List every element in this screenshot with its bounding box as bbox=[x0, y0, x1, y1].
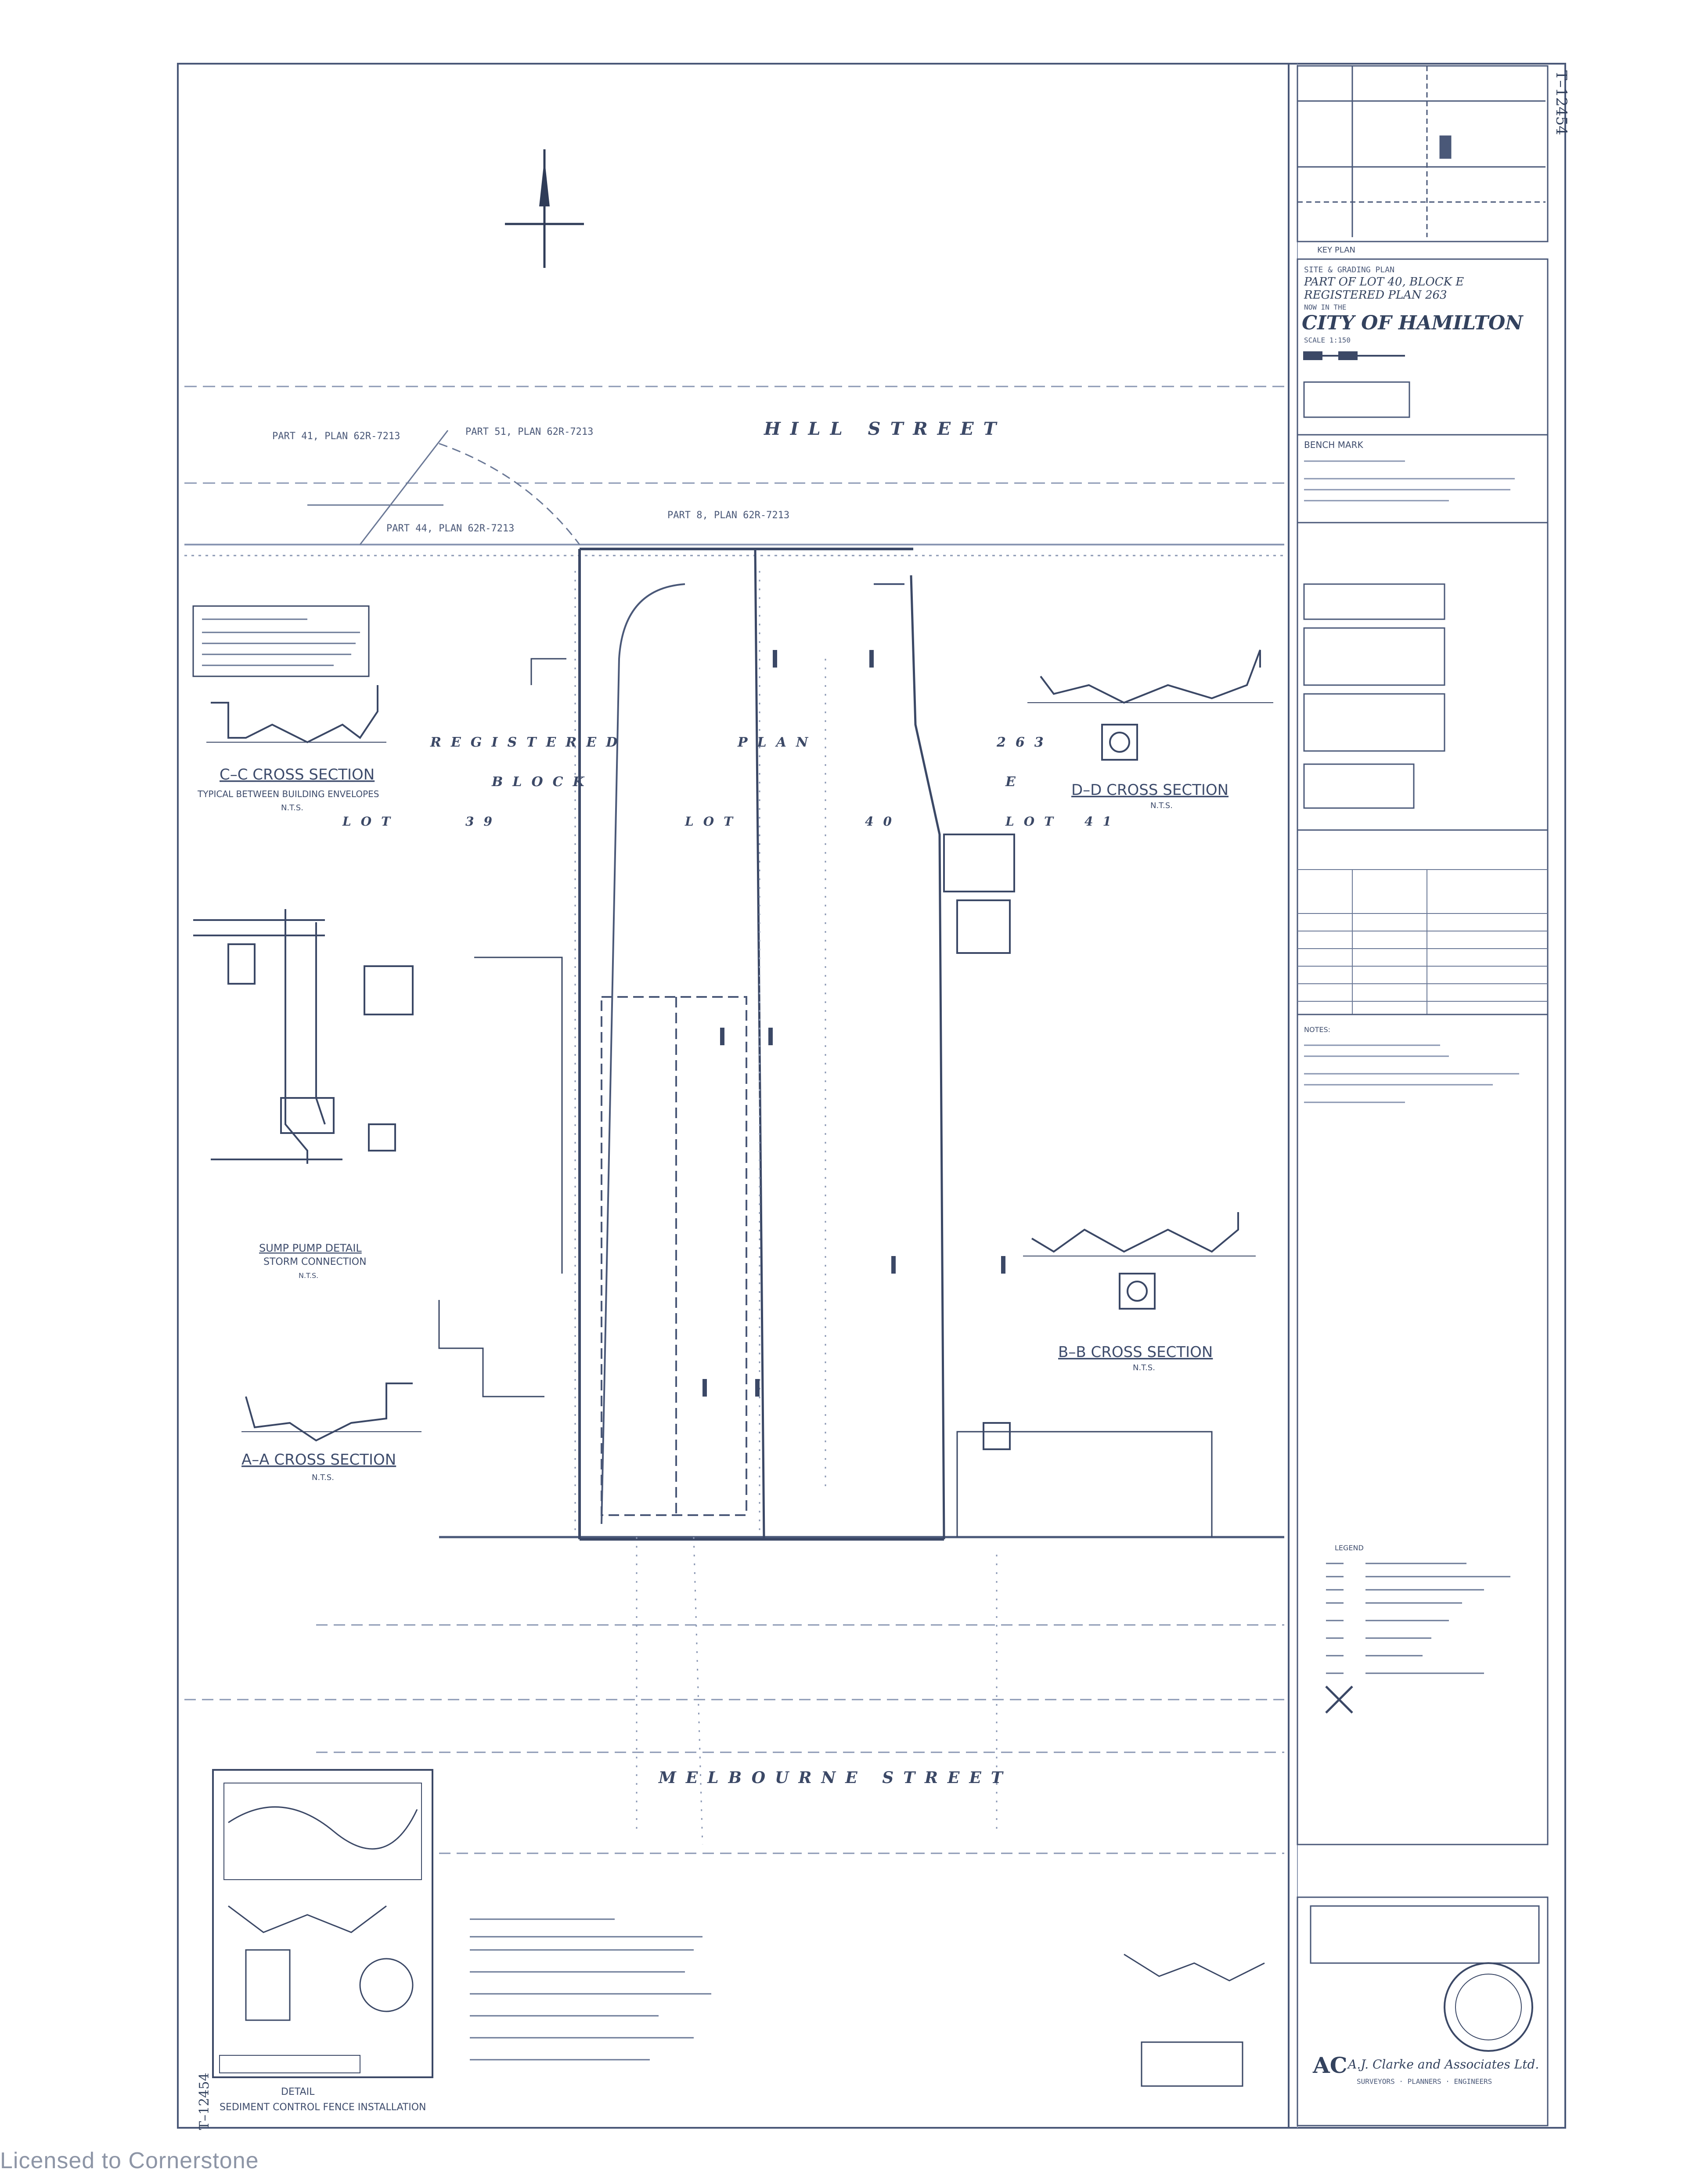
hill-street-lines bbox=[184, 386, 1284, 556]
neighbour-structures bbox=[943, 834, 1213, 1537]
reference-leaders bbox=[307, 430, 580, 545]
cc-section-scale: N.T.S. bbox=[281, 803, 303, 812]
bb-section-drawing bbox=[1023, 1212, 1256, 1310]
plan-no-label: 263 bbox=[996, 735, 1053, 750]
melbourne-street-label: MELBOURNE STREET bbox=[658, 1769, 1012, 1787]
grading-dots bbox=[574, 571, 998, 1845]
title-header: SITE & GRADING PLAN bbox=[1304, 265, 1394, 274]
north-arrow-icon bbox=[505, 149, 584, 268]
block-label: BLOCK bbox=[491, 774, 594, 790]
firm-name: A.J. Clarke and Associates Ltd. bbox=[1347, 2057, 1539, 2072]
silt-fence-title: SEDIMENT CONTROL FENCE INSTALLATION bbox=[220, 2102, 426, 2113]
firm-logo-icon: AC bbox=[1312, 2052, 1347, 2078]
benchmark-label: BENCH MARK bbox=[1304, 440, 1364, 450]
legend-label: LEGEND bbox=[1335, 1544, 1364, 1552]
plan-label: PLAN bbox=[737, 735, 818, 750]
sump-detail-scale: N.T.S. bbox=[299, 1271, 318, 1280]
key-plan bbox=[1297, 65, 1549, 242]
title-line-1: PART OF LOT 40, BLOCK E bbox=[1304, 275, 1464, 289]
benchmark-text-lines bbox=[1304, 460, 1515, 502]
engineer-seal-icon bbox=[1444, 1962, 1533, 2052]
benchmark-box bbox=[1303, 381, 1410, 418]
part-51-label: PART 51, PLAN 62R-7213 bbox=[465, 426, 593, 437]
site-notes bbox=[470, 1918, 711, 2061]
lot-40-number: 40 bbox=[865, 814, 901, 829]
part-44-label: PART 44, PLAN 62R-7213 bbox=[386, 523, 514, 534]
city-title: CITY OF HAMILTON bbox=[1302, 312, 1524, 334]
registered-label: REGISTERED bbox=[430, 735, 627, 750]
lot-39-number: 39 bbox=[465, 814, 502, 829]
certification-box bbox=[1310, 1905, 1540, 1964]
scale-label: SCALE 1:150 bbox=[1304, 336, 1351, 344]
key-plan-label: KEY PLAN bbox=[1317, 245, 1355, 255]
melbourne-street-lines bbox=[184, 1536, 1284, 1854]
stamp-box bbox=[1124, 1953, 1265, 2087]
cc-section-title: C–C CROSS SECTION bbox=[220, 766, 375, 783]
revisions-panel bbox=[1297, 829, 1549, 1015]
lot-39-label: LOT bbox=[342, 814, 400, 829]
aa-section-title: A–A CROSS SECTION bbox=[241, 1451, 396, 1469]
left-structures bbox=[438, 658, 566, 1397]
notes-boxes bbox=[1303, 583, 1445, 809]
block-letter: E bbox=[1005, 774, 1025, 790]
lot-boundary bbox=[578, 548, 945, 1541]
silt-fence-detail bbox=[212, 1769, 433, 2078]
notes-panel bbox=[1297, 522, 1549, 831]
license-watermark: Licensed to Cornerstone bbox=[0, 2148, 259, 2173]
cc-section-sub: TYPICAL BETWEEN BUILDING ENVELOPES bbox=[197, 789, 379, 799]
firm-panel bbox=[1297, 1896, 1549, 2126]
hill-street-label: HILL STREET bbox=[764, 419, 1006, 439]
dd-section-scale: N.T.S. bbox=[1150, 801, 1173, 810]
sump-detail-drawing bbox=[193, 909, 414, 1164]
legend-entries bbox=[1326, 1563, 1510, 1674]
elevation-marks bbox=[702, 650, 1005, 1397]
bb-section-title: B–B CROSS SECTION bbox=[1058, 1343, 1213, 1361]
general-notes-lines bbox=[1304, 1044, 1519, 1103]
silt-fence-label: DETAIL bbox=[281, 2087, 315, 2097]
part-41-label: PART 41, PLAN 62R-7213 bbox=[272, 431, 400, 442]
drawing-number-left: T–12454 bbox=[197, 2073, 212, 2130]
lot-40-label: LOT bbox=[684, 814, 742, 829]
lot-41-label: LOT bbox=[1005, 814, 1063, 829]
bb-section-scale: N.T.S. bbox=[1133, 1363, 1155, 1372]
scale-bar bbox=[1303, 351, 1405, 360]
aa-section-scale: N.T.S. bbox=[312, 1473, 334, 1482]
drawing-number-right: T–12454 bbox=[1553, 70, 1570, 135]
aa-section-drawing bbox=[241, 1383, 422, 1442]
revisions-table bbox=[1297, 869, 1548, 1014]
building-envelope bbox=[601, 996, 747, 1516]
tree-removal-icon bbox=[1325, 1686, 1353, 1714]
sump-detail-title: SUMP PUMP DETAIL bbox=[259, 1242, 362, 1254]
cc-section-drawing bbox=[206, 685, 386, 744]
sump-detail-sub: STORM CONNECTION bbox=[263, 1256, 367, 1267]
dd-section-drawing bbox=[1027, 650, 1273, 761]
drawing-frame bbox=[177, 63, 1566, 2129]
utility-note-box bbox=[192, 605, 370, 677]
dd-section-title: D–D CROSS SECTION bbox=[1071, 781, 1228, 799]
notes-label: NOTES: bbox=[1304, 1025, 1330, 1034]
part-8-label: PART 8, PLAN 62R-7213 bbox=[667, 510, 789, 521]
title-line-2: REGISTERED PLAN 263 bbox=[1304, 289, 1447, 302]
legend-panel bbox=[1297, 1014, 1549, 1845]
lot-41-number: 41 bbox=[1084, 814, 1121, 829]
firm-subtitle: SURVEYORS · PLANNERS · ENGINEERS bbox=[1357, 2077, 1492, 2086]
title-line-3: NOW IN THE bbox=[1304, 303, 1346, 311]
